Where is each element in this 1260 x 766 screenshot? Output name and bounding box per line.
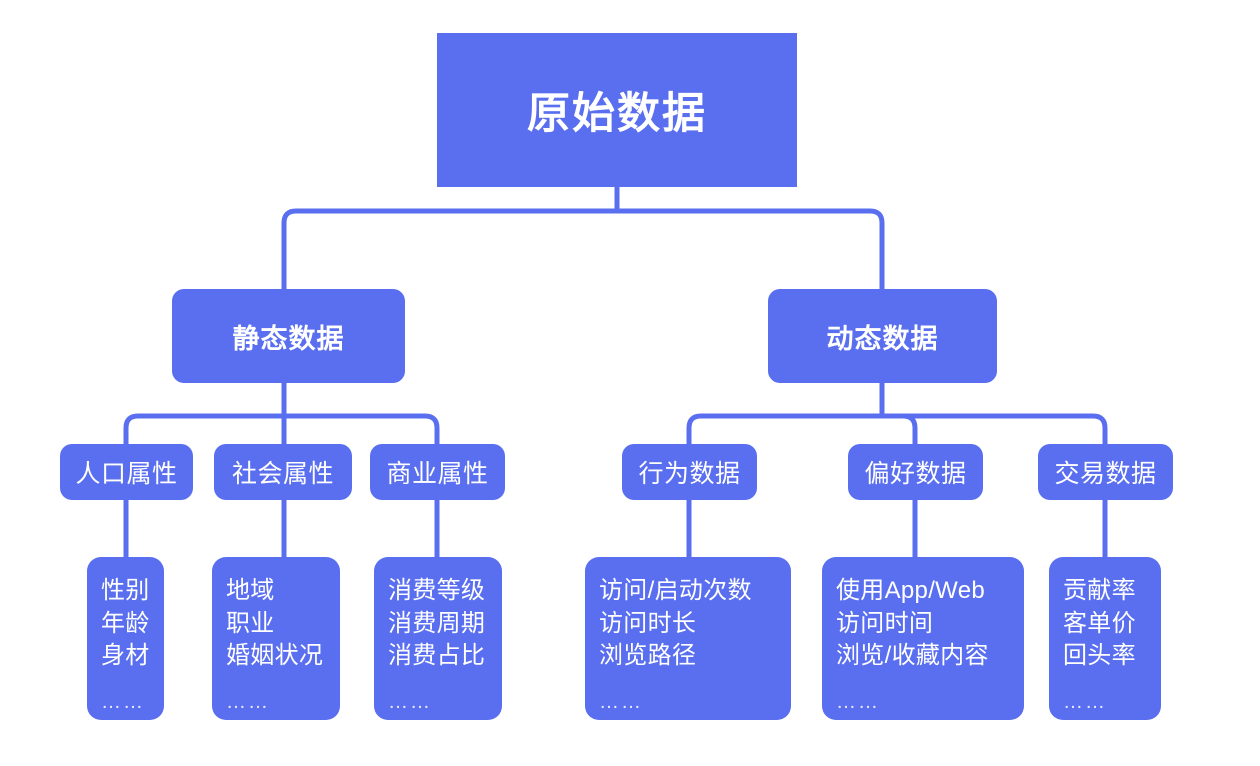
node-dynamic-data-label: 动态数据: [826, 323, 939, 354]
node-transaction-data-label: 交易数据: [1054, 460, 1157, 488]
leaf-line: 身材: [101, 642, 150, 670]
leaf-line: 消费周期: [388, 609, 486, 637]
leaf-line: 浏览路径: [599, 642, 697, 670]
leaf-line: 访问时长: [599, 609, 697, 637]
node-transaction-data[interactable]: 交易数据: [1038, 444, 1173, 500]
leaf-commercial-attributes[interactable]: 消费等级 消费周期 消费占比 ……: [374, 557, 502, 720]
leaf-ellipsis: ……: [101, 690, 145, 713]
connector-dynamic-to-preference: [882, 413, 918, 445]
leaf-line: 婚姻状况: [226, 642, 324, 670]
connector-root-to-dynamic: [617, 208, 885, 290]
connector-static-to-commercial: [284, 413, 440, 445]
leaf-transaction-data[interactable]: 贡献率 客单价 回头率 ……: [1049, 557, 1161, 720]
leaf-line: 消费占比: [388, 642, 486, 670]
node-behavior-data-label: 行为数据: [638, 460, 741, 488]
connector-dynamic-to-transaction: [882, 413, 1108, 445]
leaf-social-attributes[interactable]: 地域 职业 婚姻状况 ……: [212, 557, 340, 720]
leaf-behavior-data[interactable]: 访问/启动次数 访问时长 浏览路径 ……: [585, 557, 791, 720]
node-root-raw-data[interactable]: 原始数据: [437, 33, 797, 187]
leaf-line: 使用App/Web: [836, 577, 985, 604]
leaf-line: 访问时间: [836, 609, 934, 637]
leaf-line: 年龄: [101, 609, 150, 637]
leaf-line: 客单价: [1063, 609, 1136, 637]
leaf-line: 性别: [101, 577, 150, 604]
leaf-line: 职业: [226, 609, 275, 637]
node-behavior-data[interactable]: 行为数据: [622, 444, 757, 500]
node-demographic-attributes[interactable]: 人口属性: [60, 444, 193, 500]
leaf-line: 消费等级: [388, 577, 486, 604]
connector-dynamic-to-behavior: [686, 413, 882, 445]
connector-static-to-demographic: [123, 413, 284, 445]
leaf-line: 浏览/收藏内容: [836, 642, 989, 670]
leaf-line: 贡献率: [1063, 577, 1136, 604]
node-social-attributes-label: 社会属性: [231, 460, 334, 488]
leaf-line: 回头率: [1063, 642, 1136, 670]
leaf-ellipsis: ……: [226, 690, 270, 713]
connector-root-to-static: [281, 208, 617, 290]
node-commercial-attributes[interactable]: 商业属性: [370, 444, 505, 500]
leaf-line: 访问/启动次数: [599, 577, 752, 604]
node-commercial-attributes-label: 商业属性: [386, 460, 489, 488]
node-demographic-attributes-label: 人口属性: [75, 460, 178, 488]
leaf-line: 地域: [226, 577, 275, 604]
node-social-attributes[interactable]: 社会属性: [214, 444, 352, 500]
leaf-ellipsis: ……: [388, 690, 432, 713]
leaf-ellipsis: ……: [1063, 690, 1107, 713]
leaf-ellipsis: ……: [599, 690, 643, 713]
node-static-data-label: 静态数据: [232, 323, 345, 354]
node-root-label: 原始数据: [527, 90, 707, 138]
leaf-ellipsis: ……: [836, 690, 880, 713]
node-preference-data-label: 偏好数据: [864, 460, 967, 488]
leaf-preference-data[interactable]: 使用App/Web 访问时间 浏览/收藏内容 ……: [822, 557, 1024, 720]
node-preference-data[interactable]: 偏好数据: [848, 444, 983, 500]
node-dynamic-data[interactable]: 动态数据: [768, 289, 997, 383]
node-static-data[interactable]: 静态数据: [172, 289, 405, 383]
leaf-demographic-attributes[interactable]: 性别 年龄 身材 ……: [87, 557, 164, 720]
